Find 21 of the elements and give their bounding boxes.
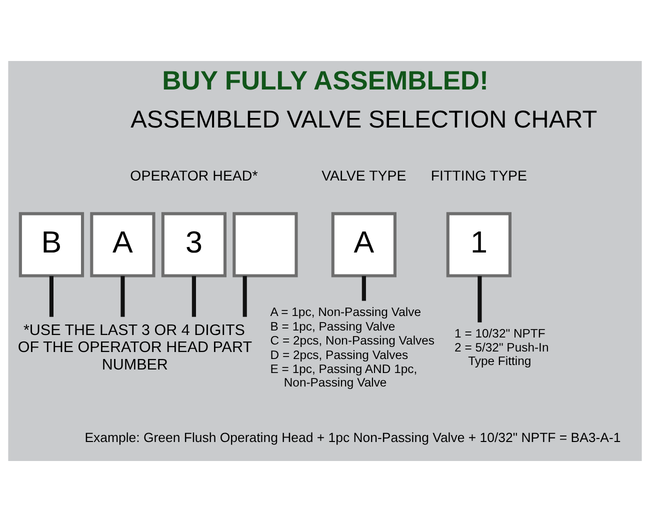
connector <box>192 276 196 316</box>
node-text: *USE THE LAST 3 OR 4 DIGITS OF THE OPERATOR HEAD PART NUMBER <box>18 321 252 373</box>
label: ASSEMBLED VALVE SELECTION CHART <box>130 106 598 133</box>
node-box: A <box>90 212 156 277</box>
connector <box>478 276 482 322</box>
connector <box>49 276 54 316</box>
label: FITTING TYPE <box>430 168 528 184</box>
node-box: A <box>331 212 396 277</box>
label: VALVE TYPE <box>322 168 406 184</box>
label: Example: Green Flush Operating Head + 1pc Non-Passing Valve + 10/32" NPTF = BA3-A-1 <box>84 430 621 445</box>
node-box: 1 <box>446 212 512 277</box>
connector <box>362 276 366 300</box>
node-text: A = 1pc, Non-Passing Valve B = 1pc, Passing Valve C = 2pcs, Non-Passing Valves D = 2pcs, Passing Valves E = 1pc, Passing AND 1pc, Non-Passing Valve <box>270 304 435 389</box>
diagram-title: BUY FULLY ASSEMBLED! <box>162 64 488 95</box>
node-box: 3 <box>161 212 227 277</box>
node-box <box>232 212 298 277</box>
label: OPERATOR HEAD* <box>130 168 258 184</box>
connector <box>120 276 125 316</box>
node-text: 1 = 10/32" NPTF 2 = 5/32" Push-In Type Fitting <box>454 326 549 368</box>
node-box: B <box>18 212 84 277</box>
connector <box>242 276 247 316</box>
